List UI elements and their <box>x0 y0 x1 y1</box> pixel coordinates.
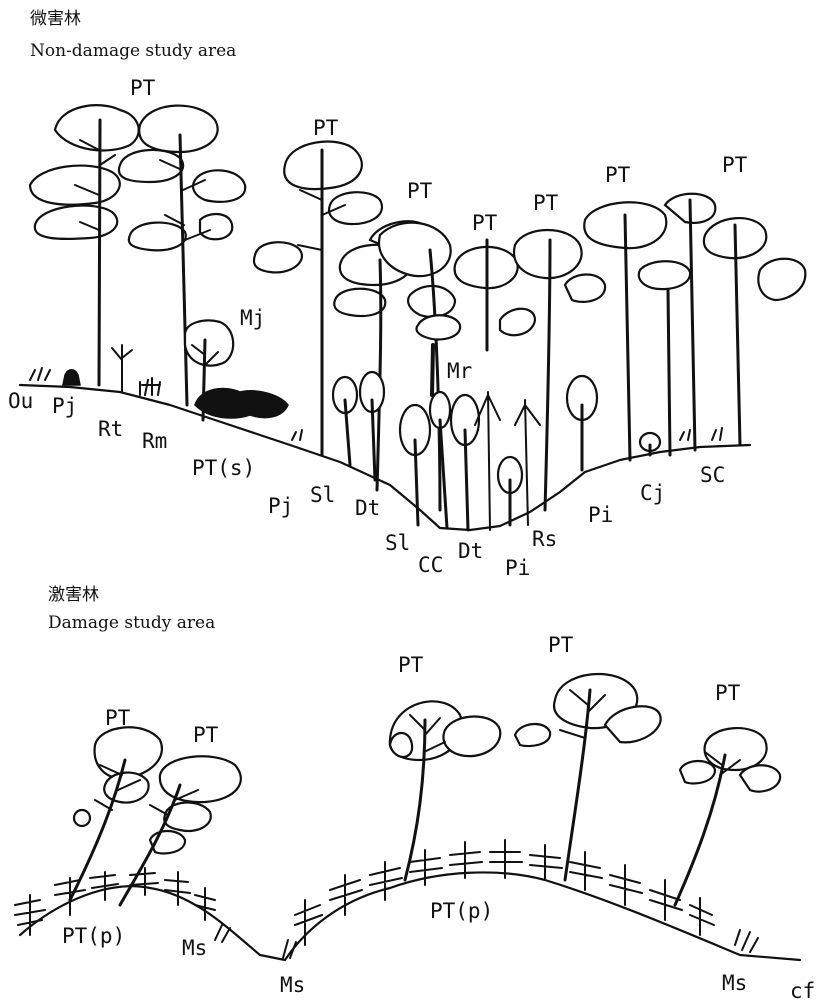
upper-label-mj: Mj <box>240 306 265 330</box>
lower-label-ptp-2: PT(p) <box>430 899 493 923</box>
lower-panel: 激害林 Damage study area <box>15 585 815 1003</box>
lower-label-pt-1: PT <box>105 706 131 730</box>
upper-panel: 微害林 Non-damage study area <box>8 9 805 580</box>
upper-label-pt-2: PT <box>313 116 339 140</box>
upper-label-pj-1: Pj <box>52 394 77 418</box>
upper-label-sc: SC <box>700 463 725 487</box>
lower-label-ptp-1: PT(p) <box>62 924 125 948</box>
upper-label-rm: Rm <box>142 429 167 453</box>
upper-left-shrubs <box>30 345 302 440</box>
upper-label-ou: Ou <box>8 389 33 413</box>
upper-label-mr: Mr <box>447 359 472 383</box>
lower-pt-tree-5 <box>675 728 780 905</box>
upper-label-pt-3: PT <box>407 179 433 203</box>
lower-title-en: Damage study area <box>48 613 215 633</box>
upper-label-dt-2: Dt <box>458 539 483 563</box>
upper-label-pt-6: PT <box>605 163 631 187</box>
upper-pt-tree-8 <box>584 194 805 460</box>
lower-title-jp: 激害林 <box>48 585 99 605</box>
upper-label-pj-2: Pj <box>268 494 293 518</box>
upper-label-sl-2: Sl <box>385 531 410 555</box>
upper-label-rs: Rs <box>532 527 557 551</box>
upper-label-pt-s: PT(s) <box>192 456 255 480</box>
upper-title-en: Non-damage study area <box>30 41 236 61</box>
upper-label-rt: Rt <box>98 417 123 441</box>
upper-label-pt-4: PT <box>472 211 498 235</box>
upper-label-dt-1: Dt <box>355 496 380 520</box>
upper-pt-tree-7 <box>514 230 605 510</box>
upper-label-cj: Cj <box>640 481 665 505</box>
upper-mr-stem <box>432 345 433 395</box>
lower-pt-tree-3 <box>390 701 500 880</box>
upper-label-pt-1: PT <box>130 76 156 100</box>
lower-pt-tree-4 <box>515 674 661 880</box>
lower-label-pt-3: PT <box>398 653 424 677</box>
upper-label-pi-1: Pi <box>505 556 530 580</box>
upper-label-cc: CC <box>418 553 443 577</box>
upper-label-pt-5: PT <box>533 191 559 215</box>
upper-title-jp: 微害林 <box>30 9 81 29</box>
lower-label-ms-3: Ms <box>722 971 747 995</box>
upper-right-shrubs <box>680 428 722 440</box>
lower-label-ms-2: Ms <box>280 973 305 997</box>
upper-label-pi-2: Pi <box>588 503 613 527</box>
lower-label-pt-2: PT <box>193 723 219 747</box>
upper-ground-line <box>20 385 750 530</box>
lower-label-ms-1: Ms <box>182 936 207 960</box>
lower-label-pt-4: PT <box>548 633 574 657</box>
lower-label-cf: cf <box>790 979 815 1003</box>
upper-label-sl-1: Sl <box>310 483 335 507</box>
upper-pt-tree-1 <box>30 105 139 385</box>
lower-label-pt-5: PT <box>715 681 741 705</box>
upper-label-pt-7: PT <box>722 153 748 177</box>
